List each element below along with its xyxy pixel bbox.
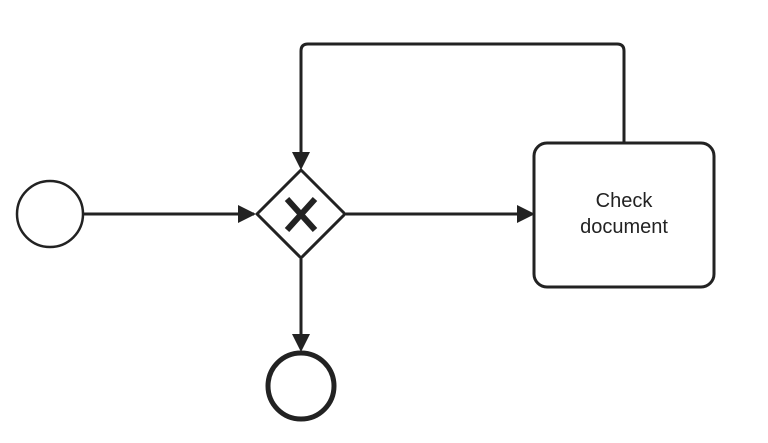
task-label-line-1: Check <box>595 190 653 212</box>
flow-task-loop-back-to-gateway <box>299 42 626 152</box>
task-label: Check document <box>536 188 712 240</box>
task-label-line-2: document <box>580 216 668 238</box>
flow-start-to-gateway-arrowhead <box>238 205 256 223</box>
end-event[interactable] <box>265 350 337 422</box>
flow-gateway-to-end-arrowhead <box>292 334 310 352</box>
flow-gateway-to-task-arrowhead <box>517 205 535 223</box>
start-event[interactable] <box>15 179 85 249</box>
task-check-document[interactable] <box>532 141 716 289</box>
flow-task-loop-back-arrowhead <box>292 152 310 170</box>
gateway-x-icon <box>284 196 318 233</box>
